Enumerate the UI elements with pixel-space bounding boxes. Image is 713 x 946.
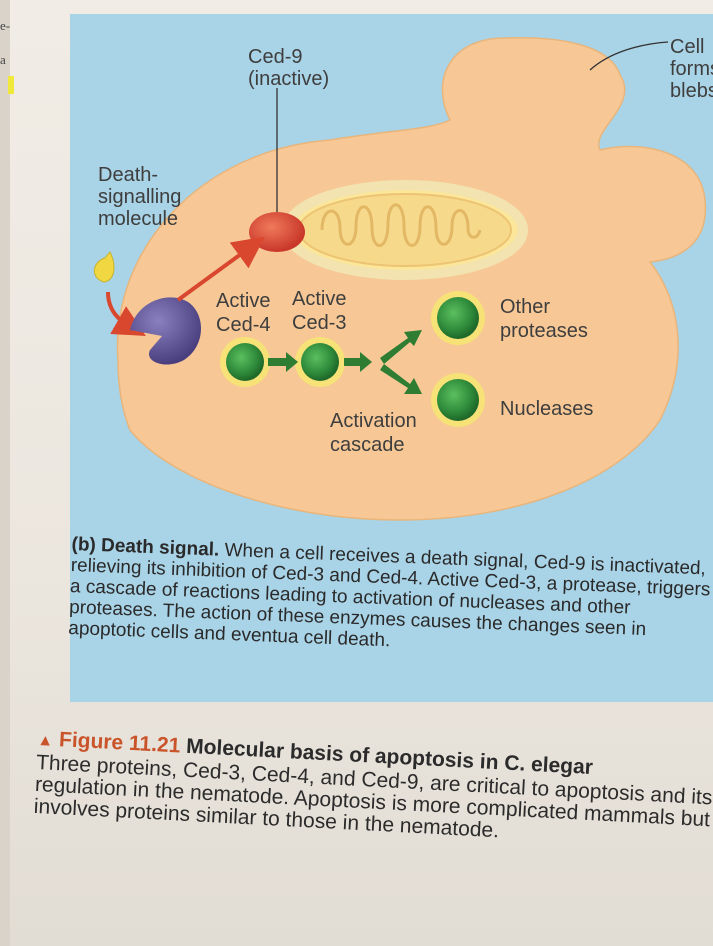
active-ced4-label-1: Active [216, 290, 270, 312]
ced4-protein [226, 343, 264, 381]
death-label-2: signalling [98, 186, 181, 208]
ced9-protein [249, 212, 305, 252]
other-proteases-protein [437, 297, 479, 339]
active-ced3-label-1: Active [292, 288, 346, 310]
bleb-label-1: Cell [670, 36, 704, 58]
death-signal-molecule [94, 252, 114, 282]
activation-label-2: cascade [330, 434, 405, 456]
ced9-label: Ced-9 [248, 46, 302, 68]
bleb-label-2: forms [670, 58, 713, 80]
nucleases-protein [437, 379, 479, 421]
bleb-label-3: blebs [670, 80, 713, 102]
death-label-1: Death- [98, 164, 158, 186]
death-label-3: molecule [98, 208, 178, 230]
ced9-state-label: (inactive) [248, 68, 329, 90]
other-proteases-label-2: proteases [500, 320, 588, 342]
ced3-protein [301, 343, 339, 381]
figure-marker: ▲ [37, 732, 54, 750]
nucleases-label: Nucleases [500, 398, 593, 420]
active-ced3-label-2: Ced-3 [292, 312, 346, 334]
activation-label-1: Activation [330, 410, 417, 432]
active-ced4-label-2: Ced-4 [216, 314, 270, 336]
mitochondrion [287, 185, 523, 275]
other-proteases-label-1: Other [500, 296, 550, 318]
